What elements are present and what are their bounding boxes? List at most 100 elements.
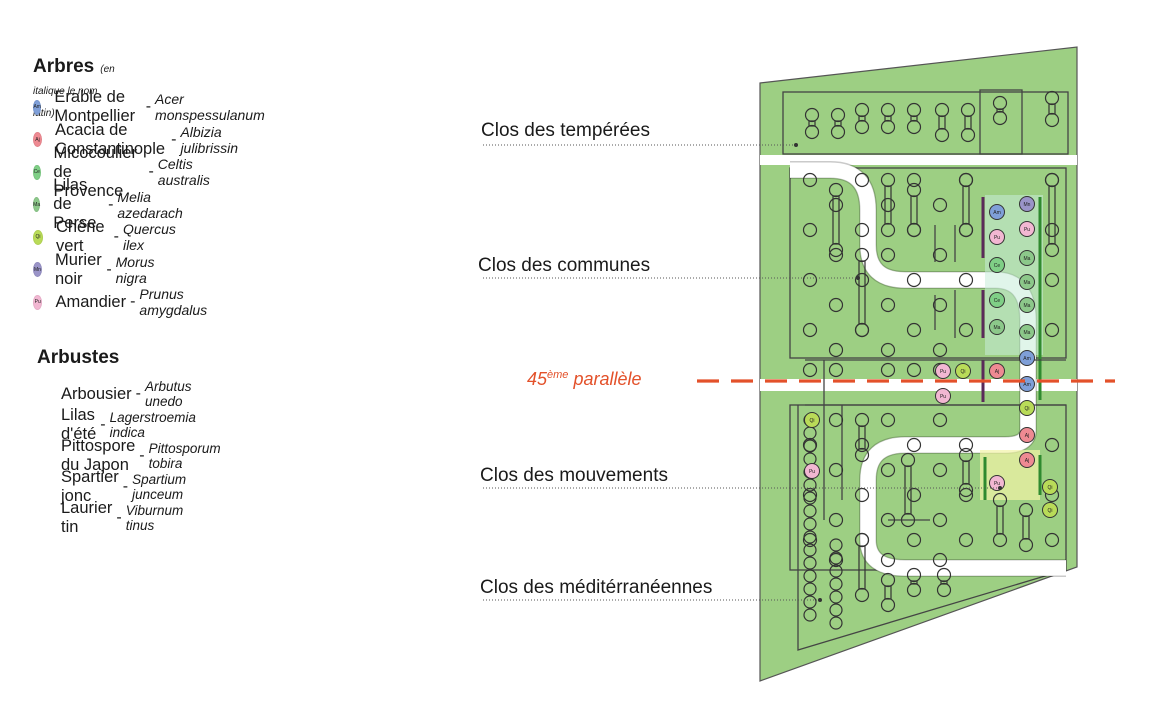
tree-link (884, 185, 892, 225)
tree-symbol (1044, 437, 1060, 453)
map-tree-code: Pu (1024, 227, 1030, 233)
tree-link (832, 195, 840, 245)
tree-symbol (802, 222, 818, 238)
tree-latin-name: Celtis australis (157, 156, 210, 188)
map-tree-circle (1019, 297, 1035, 313)
map-tree-marker: Pu (989, 229, 1005, 245)
tree-symbol (958, 272, 974, 288)
map-tree-marker: Pu (935, 363, 951, 379)
map-tree-code: Qi (961, 369, 966, 375)
tree-link (834, 120, 842, 127)
map-tree-code: Ma (1024, 280, 1031, 286)
tree-symbol (932, 197, 948, 213)
tree-latin-name: Quercus ilex (122, 221, 176, 253)
tree-symbol (932, 552, 948, 568)
map-tree-code: Am (993, 210, 1001, 216)
map-tree-marker: Am (989, 204, 1005, 220)
map-tree-code: Mn (1024, 202, 1031, 208)
map-tree-circle (989, 319, 1005, 335)
tree-symbol (802, 322, 818, 338)
map-tree-marker: Qi (1019, 400, 1035, 416)
map-tree-code: Ma (1024, 256, 1031, 262)
map-tree-code: Aj (995, 369, 999, 375)
tree-latin-name: Melia azedarach (117, 188, 183, 221)
tree-common-name: Amandier (55, 292, 127, 311)
tree-symbol (932, 342, 948, 358)
tree-link (996, 108, 1004, 113)
tree-link (858, 115, 866, 122)
tree-symbol (854, 272, 870, 288)
tree-link (962, 185, 970, 225)
separator: - (106, 260, 112, 278)
tree-symbol (803, 582, 817, 596)
tree-symbol (803, 608, 817, 622)
tree-symbol (880, 297, 896, 313)
map-tree-marker: Ma (1019, 250, 1035, 266)
shrub-legend-item: Laurier tin - Viburnum tinus (61, 499, 183, 536)
tree-swatch-icon: Mn (33, 262, 42, 277)
tree-symbol (803, 439, 817, 453)
map-tree-circle (1019, 274, 1035, 290)
separator: - (122, 478, 129, 495)
tree-symbol (1044, 532, 1060, 548)
map-tree-marker: Qi (955, 363, 971, 379)
tree-symbol (932, 247, 948, 263)
separator: - (145, 98, 152, 115)
tree-symbol (906, 322, 922, 338)
tree-link (996, 505, 1004, 535)
tree-common-name: Micocoulier de Provence (53, 143, 137, 200)
shrub-legend-item: Spartier jonc - Spartium junceum (61, 468, 186, 505)
map-tree-code: Aj (1025, 458, 1029, 464)
map-tree-marker: Qi (1042, 479, 1058, 495)
map-tree-circle (1019, 196, 1035, 212)
map-tree-circle (1019, 324, 1035, 340)
map-tree-code: Qi (810, 418, 815, 424)
clos-communes-label: Clos des communes (478, 255, 651, 276)
clos-temperees-outline (782, 91, 1069, 155)
tree-symbol (802, 272, 818, 288)
shrub-latin-name: Lagerstroemia indica (109, 410, 196, 440)
tree-symbol (829, 616, 843, 630)
tree-symbol (880, 197, 896, 213)
tree-symbol (1044, 322, 1060, 338)
separator: - (113, 228, 119, 245)
map-tree-marker: Ma (1019, 297, 1035, 313)
map-tree-circle (955, 363, 971, 379)
tree-symbol (803, 517, 817, 531)
tree-link (884, 585, 892, 600)
tree-symbol (880, 342, 896, 358)
tree-link (858, 425, 866, 450)
shrub-latin-name: Arbutus unedo (144, 379, 192, 409)
map-tree-circle (1019, 452, 1035, 468)
separator: - (148, 163, 154, 180)
separator: - (135, 385, 141, 402)
tree-symbol (906, 172, 922, 188)
tree-common-name: Erable de Montpellier (54, 88, 136, 125)
clos-temperees-label: Clos des tempérées (481, 120, 650, 141)
tree-symbol (803, 595, 817, 609)
tree-symbol (803, 543, 817, 557)
plain-trees (802, 90, 1060, 630)
map-tree-circle (989, 363, 1005, 379)
map-tree-code: Pu (994, 481, 1000, 487)
map-tree-marker: Ma (1019, 274, 1035, 290)
map-tree-code: Ce (994, 263, 1001, 269)
tree-link (910, 195, 918, 225)
separator: - (130, 293, 136, 310)
map-tree-marker: Pu (804, 463, 820, 479)
tree-symbol (932, 297, 948, 313)
shrub-common-name: Pittospore du Japon (61, 437, 136, 474)
shrub-latin-name: Viburnum tinus (125, 503, 184, 533)
tree-link (910, 580, 918, 585)
map-tree-marker: Ce (989, 257, 1005, 273)
tree-common-name: Murier noir (55, 250, 102, 288)
separator: - (108, 195, 114, 213)
shrub-legend-item: Arbousier - Arbutus unedo (61, 379, 191, 409)
map-tree-circle (1019, 400, 1035, 416)
tree-symbol (828, 297, 844, 313)
